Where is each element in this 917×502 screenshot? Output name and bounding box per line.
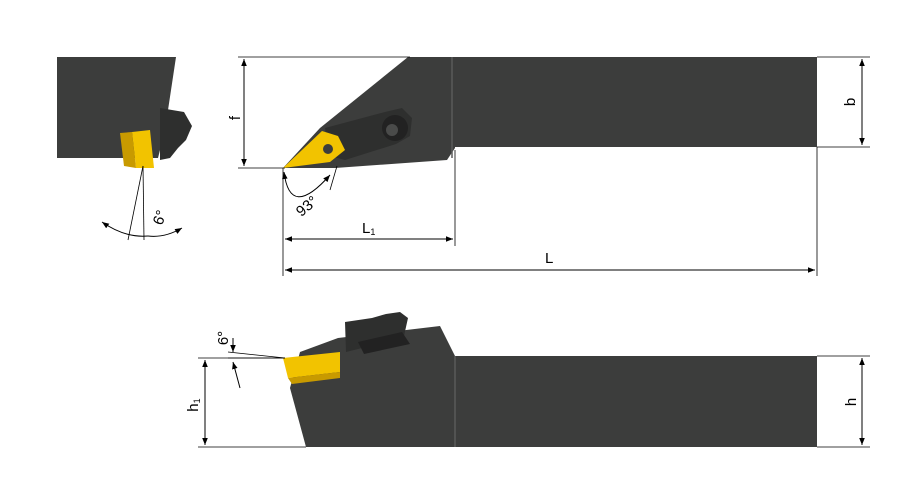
L1-label-sub: 1 (370, 227, 375, 237)
angle-93-arc (282, 171, 331, 198)
detail-ref-line (142, 165, 145, 241)
clamp-screw-inner (386, 124, 398, 136)
b-label: b (842, 98, 859, 106)
h1-label-main: h (185, 403, 202, 411)
detail-insert-shade (120, 132, 136, 168)
detail-view-top-left: 6° (57, 57, 192, 241)
detail-clamp (160, 108, 192, 160)
angle-6-side-label: 6° (215, 331, 232, 345)
side-shank (455, 356, 817, 447)
detail-angle-arc (101, 221, 149, 237)
side-insert (283, 352, 340, 378)
side-angle-arrow-bottom (232, 361, 241, 389)
detail-angle-line (127, 165, 144, 241)
top-shank (455, 57, 817, 147)
L1-label-main: L (362, 220, 370, 237)
angle-93-ref (329, 165, 338, 191)
h1-label-sub: 1 (192, 398, 202, 403)
side-insert-shade (288, 372, 340, 384)
angle-6-top-label: 6° (150, 208, 171, 227)
h-label: h (843, 398, 860, 406)
L-label: L (545, 250, 553, 267)
top-view: f b 93° L1 L (227, 56, 870, 276)
side-clamp-lever (358, 332, 410, 354)
h1-label: h1 (185, 398, 202, 411)
detail-angle-arc-2 (147, 227, 183, 237)
top-insert (283, 131, 345, 168)
insert-hole (323, 144, 333, 154)
side-angle-line (227, 351, 286, 359)
detail-body (57, 57, 176, 158)
detail-insert (132, 130, 154, 168)
L1-label: L1 (362, 220, 375, 237)
f-label: f (227, 115, 244, 120)
side-view: 6° h1 h (185, 312, 870, 448)
